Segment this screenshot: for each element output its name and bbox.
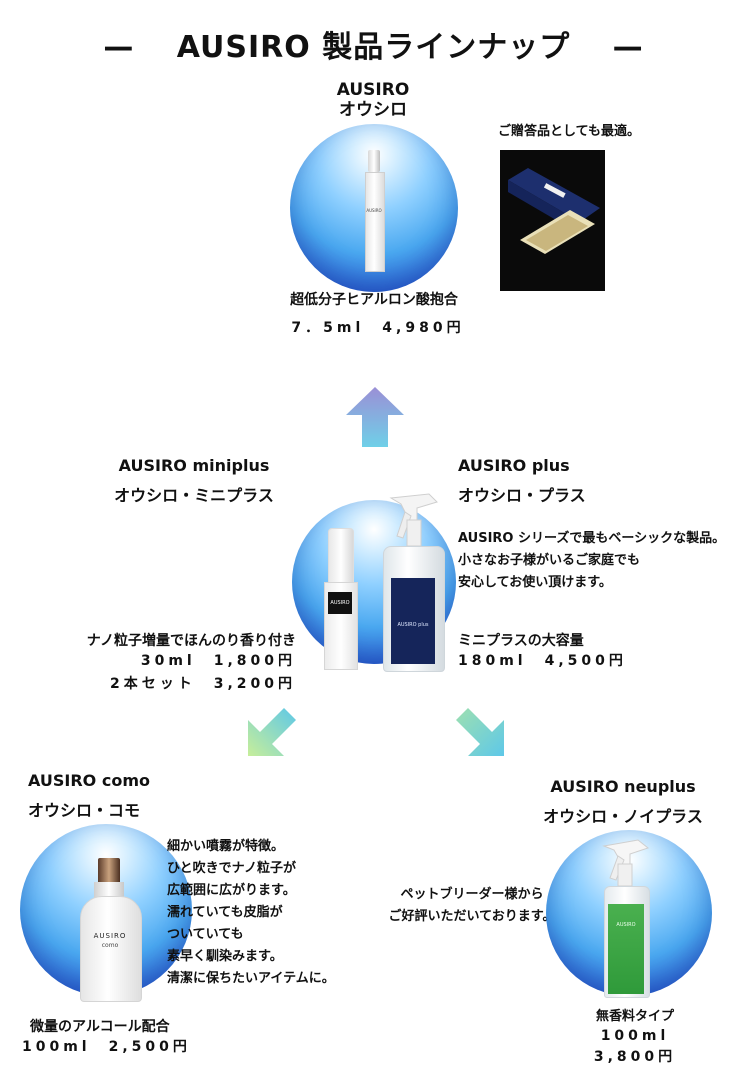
neuplus-bottle: AUSIRO: [596, 836, 656, 998]
como-desc-line: 素早く馴染みます。: [167, 949, 283, 964]
como-label: AUSIRO: [93, 932, 127, 940]
neuplus-name-jp: オウシロ・ノイプラス: [543, 807, 703, 826]
gift-caption: ご贈答品としても最適。: [498, 124, 640, 139]
como-feature: 微量のアルコール配合: [30, 1019, 170, 1035]
miniplus-price-set: 2本セット 3,200円: [109, 676, 296, 692]
como-desc-line: 濡れていても皮脂が: [167, 905, 283, 920]
neuplus-desc-line: ペットブリーダー様から: [400, 887, 544, 902]
como-name-en: AUSIRO como: [28, 771, 150, 790]
arrow-up-icon: [346, 387, 404, 447]
como-desc-line: ついていても: [167, 927, 244, 942]
neuplus-price-volume: 100ml: [600, 1028, 670, 1044]
plus-desc-line: AUSIRO シリーズで最もベーシックな製品。: [458, 531, 726, 546]
plus-feature: ミニプラスの大容量: [458, 633, 584, 649]
neuplus-desc-line: ご好評いただいております。: [388, 909, 556, 924]
gift-box-photo: [500, 150, 605, 291]
como-body: [80, 896, 142, 1002]
gift-box-tray-inner: [526, 215, 588, 251]
top-product-name-en: AUSIRO: [336, 80, 410, 100]
bottle-label: AUSIRO: [366, 208, 382, 213]
neuplus-feature: 無香料タイプ: [595, 1009, 674, 1024]
miniplus-name-jp: オウシロ・ミニプラス: [114, 486, 274, 505]
como-description: 細かい噴霧が特徴。 ひと吹きでナノ粒子が 広範囲に広がります。 濡れていても皮脂…: [167, 836, 367, 990]
plus-trigger-sprayer: [389, 493, 438, 547]
plus-desc-line: 小さなお子様がいるご家庭でも: [458, 553, 641, 568]
plus-name: AUSIRO plus オウシロ・プラス: [458, 451, 658, 511]
top-product-name: AUSIRO オウシロ: [300, 80, 446, 120]
gift-box-lid: [508, 168, 600, 222]
como-label-sub: como: [101, 942, 119, 949]
page-title: — AUSIRO 製品ラインナップ —: [103, 30, 644, 65]
neuplus-name-en: AUSIRO neuplus: [550, 777, 696, 796]
miniplus-cap: [328, 528, 354, 584]
bottle-body: [365, 172, 385, 272]
miniplus-name: AUSIRO miniplus オウシロ・ミニプラス: [94, 451, 294, 511]
como-name-jp: オウシロ・コモ: [28, 801, 141, 820]
como-neck: [94, 882, 124, 898]
neuplus-label: AUSIRO: [608, 904, 644, 994]
como-bottle: AUSIRO como: [78, 858, 142, 1002]
neuplus-description: ペットブリーダー様から ご好評いただいております。: [372, 884, 572, 928]
gift-box-image: [508, 168, 600, 254]
top-product-name-jp: オウシロ: [339, 100, 407, 120]
arrow-down-left-icon: [248, 704, 300, 756]
plus-name-jp: オウシロ・プラス: [458, 486, 586, 505]
como-desc-line: 細かい噴霧が特徴。: [167, 839, 285, 854]
como-price: 100ml 2,500円: [22, 1039, 191, 1055]
miniplus-bottle: AUSIRO: [322, 528, 358, 670]
como-desc-line: 清潔に保ちたいアイテムに。: [167, 971, 335, 986]
arrow-down-right-icon: [452, 704, 504, 756]
neuplus-price-amount: 3,800円: [593, 1049, 677, 1065]
plus-label: AUSIRO plus: [391, 578, 435, 664]
bottle-cap: [368, 150, 380, 172]
top-product-bottle: AUSIRO: [363, 150, 385, 272]
plus-desc-line: 安心してお使い頂けます。: [458, 575, 612, 590]
como-desc-line: 広範囲に広がります。: [167, 883, 296, 898]
como-name: AUSIRO como オウシロ・コモ: [28, 766, 198, 826]
gift-box-label-strip: [543, 183, 566, 198]
neuplus-name: AUSIRO neuplus オウシロ・ノイプラス: [518, 772, 728, 832]
plus-bottle: AUSIRO plus: [377, 490, 447, 672]
top-product-price: 7．5ml 4,980円: [291, 320, 465, 336]
miniplus-name-en: AUSIRO miniplus: [118, 456, 270, 475]
como-desc-line: ひと吹きでナノ粒子が: [167, 861, 296, 876]
miniplus-feature: ナノ粒子増量でほんのり香り付き: [86, 633, 296, 649]
como-cap: [98, 858, 120, 884]
neuplus-trigger-sprayer: [602, 839, 650, 887]
plus-name-en: AUSIRO plus: [458, 456, 570, 475]
plus-price: 180ml 4,500円: [458, 653, 627, 669]
plus-description: AUSIRO シリーズで最もベーシックな製品。 小さなお子様がいるご家庭でも 安…: [458, 528, 747, 594]
top-product-feature: 超低分子ヒアルロン酸抱合: [290, 292, 458, 308]
miniplus-price-single: 30ml 1,800円: [140, 653, 296, 669]
miniplus-label: AUSIRO: [328, 592, 352, 614]
